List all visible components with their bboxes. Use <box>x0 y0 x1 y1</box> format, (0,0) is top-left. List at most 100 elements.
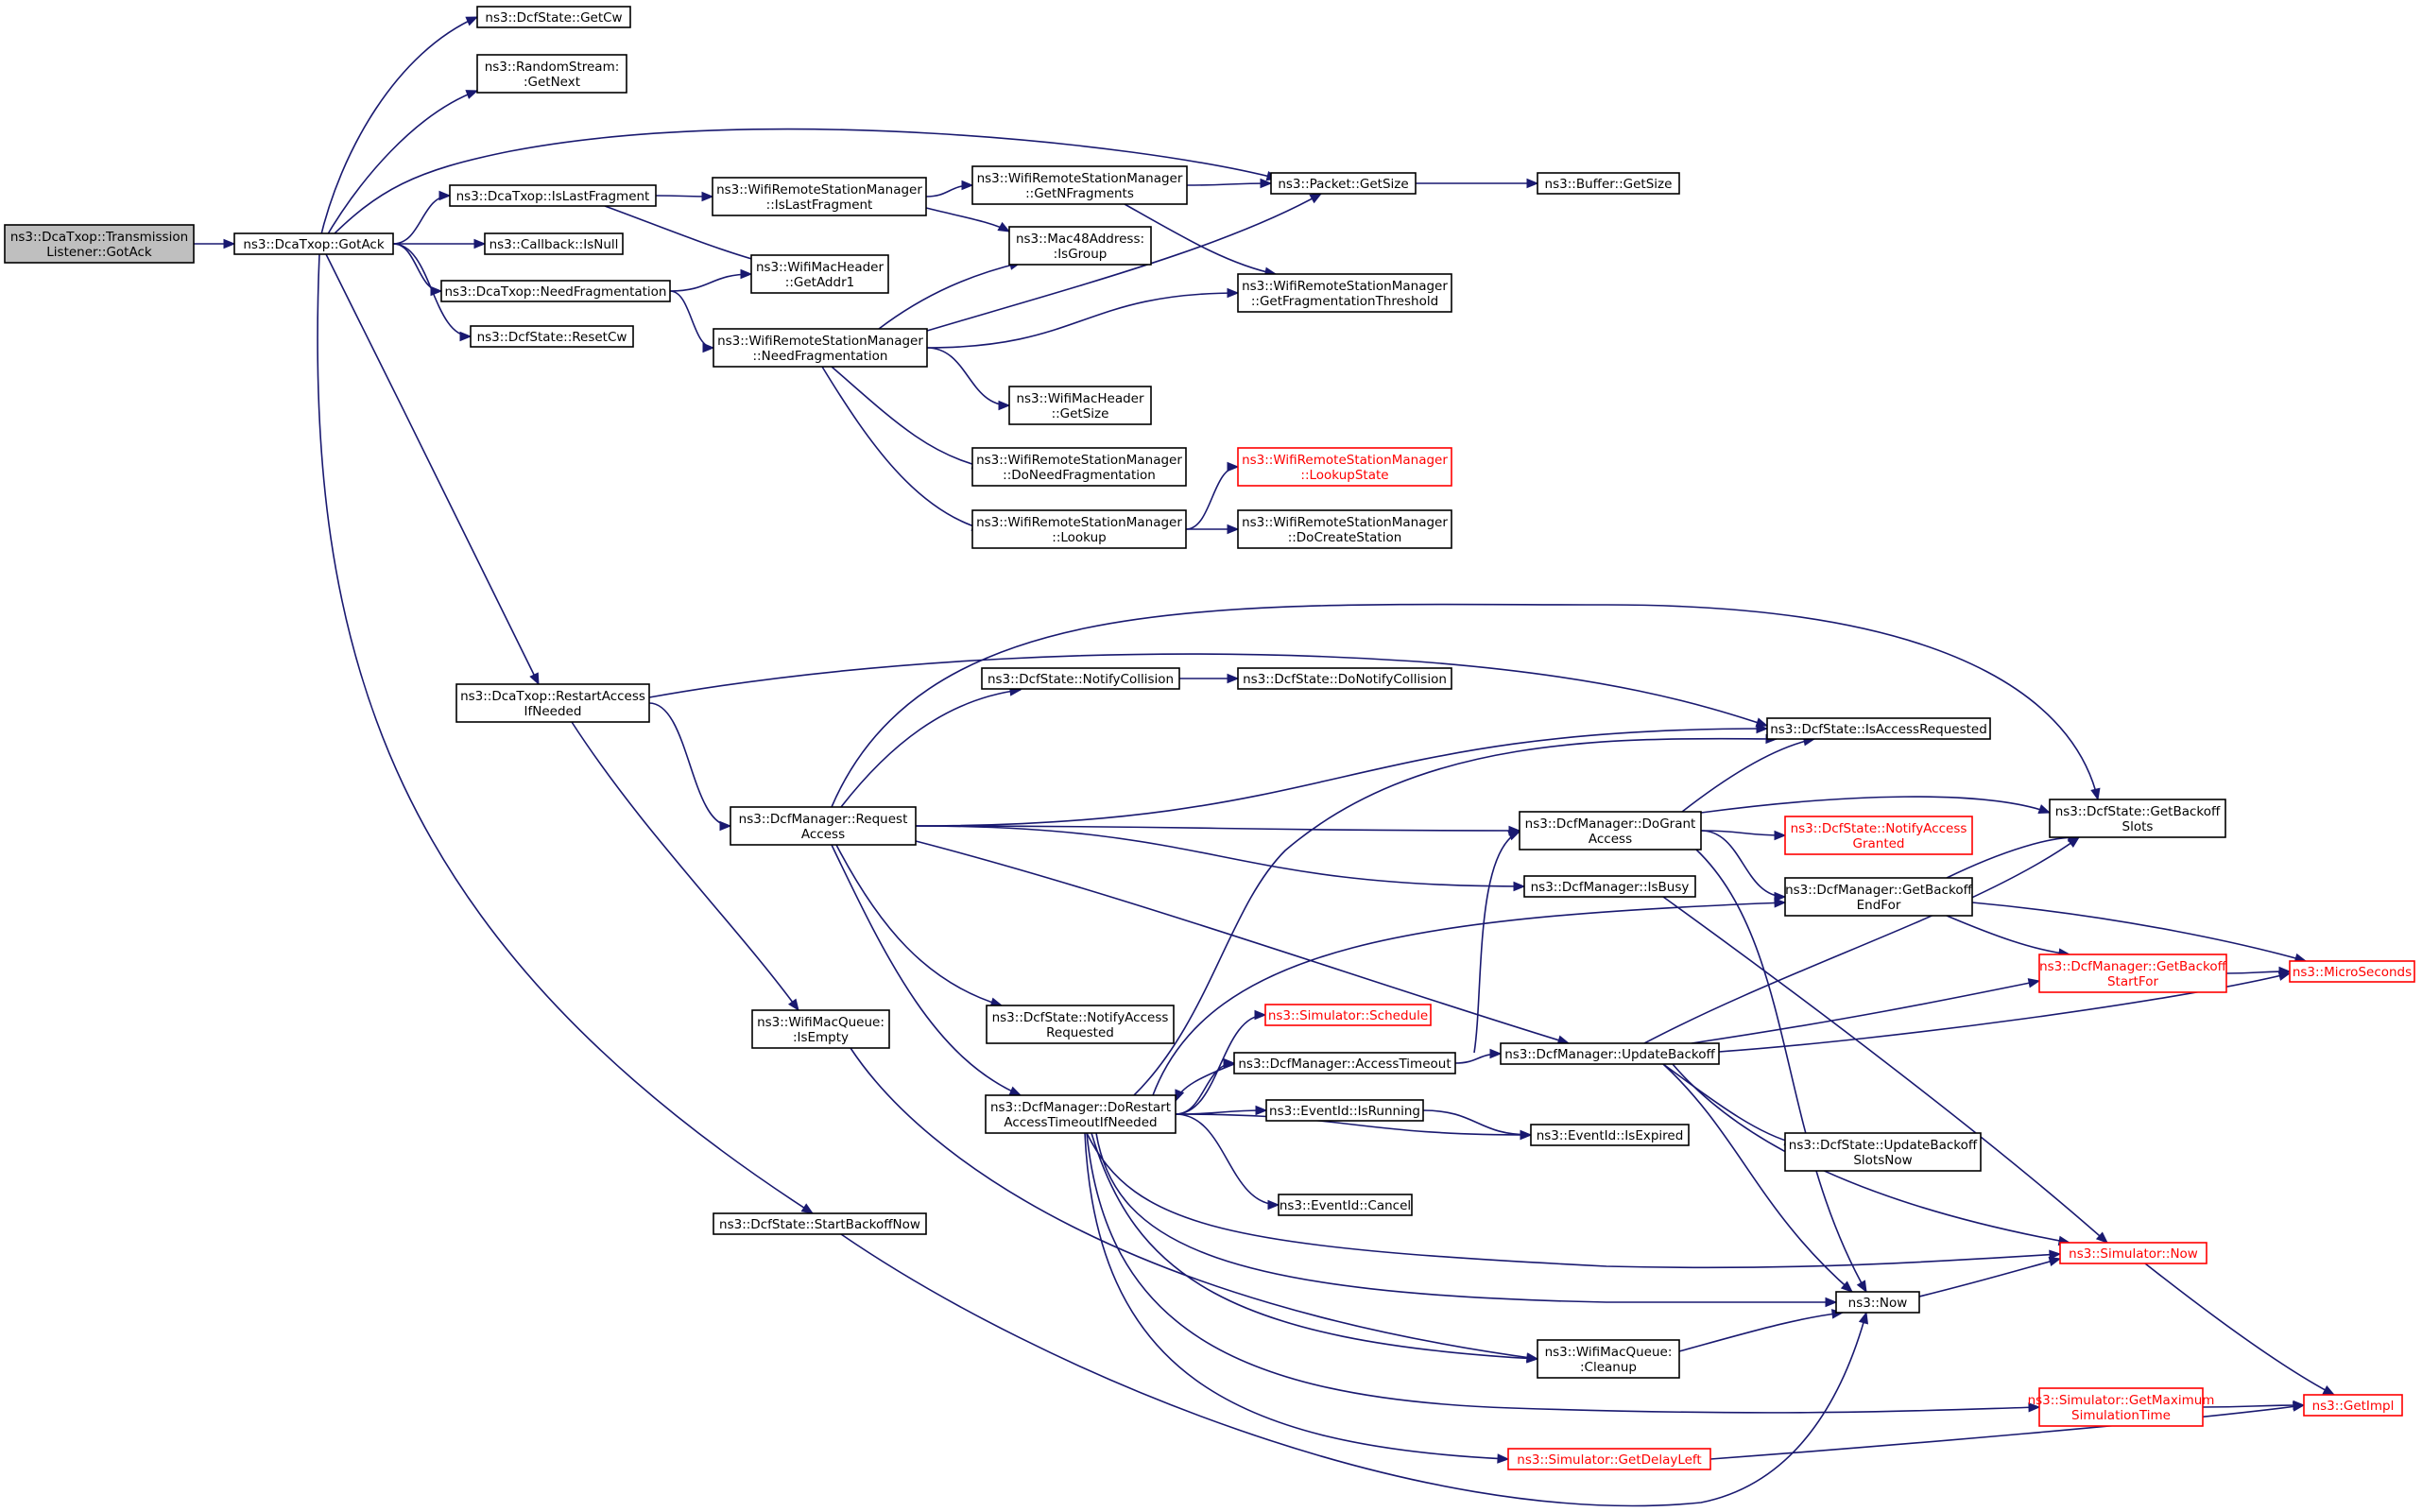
node-box <box>1766 717 1991 740</box>
node-startbackoffnow[interactable]: ns3::DcfState::StartBackoffNow <box>713 1212 927 1235</box>
node-label: SlotsNow <box>1853 1153 1912 1168</box>
node-doneedfragmentation[interactable]: ns3::WifiRemoteStationManager::DoNeedFra… <box>971 447 1187 487</box>
node-isbusy[interactable]: ns3::DcfManager::IsBusy <box>1523 875 1696 898</box>
node-label: ns3::WifiRemoteStationManager <box>976 453 1182 468</box>
node-buffer_getsize[interactable]: ns3::Buffer::GetSize <box>1537 172 1680 195</box>
node-updatebackoff[interactable]: ns3::DcfManager::UpdateBackoff <box>1500 1042 1720 1065</box>
node-label: Access <box>801 827 845 842</box>
node-label: ::Lookup <box>1052 530 1106 545</box>
node-label: ns3::WifiRemoteStationManager <box>716 182 922 198</box>
node-resetcw[interactable]: ns3::DcfState::ResetCw <box>470 325 634 348</box>
edge-line <box>878 262 1022 330</box>
node-getaddr1[interactable]: ns3::WifiMacHeader::GetAddr1 <box>750 254 889 294</box>
edge-dorestartaccess-to-getdelayleft <box>1084 1132 1510 1464</box>
node-isrunning[interactable]: ns3::EventId::IsRunning <box>1265 1099 1424 1122</box>
arrowhead-icon <box>1825 1297 1838 1308</box>
node-microseconds[interactable]: ns3::MicroSeconds <box>2289 960 2415 983</box>
node-wmq_cleanup[interactable]: ns3::WifiMacQueue::Cleanup <box>1537 1339 1680 1379</box>
arrowhead-icon <box>998 400 1011 411</box>
node-isaccessrequested[interactable]: ns3::DcfState::IsAccessRequested <box>1766 717 1991 740</box>
node-isexpired[interactable]: ns3::EventId::IsExpired <box>1530 1124 1690 1146</box>
node-label: ::GetSize <box>1052 406 1109 421</box>
edge-dcfm_requestaccess-to-getbackoffslots <box>831 603 2101 808</box>
edge-line <box>821 366 984 530</box>
edge-getbackoffendfor-to-microseconds <box>1971 902 2308 963</box>
node-box <box>233 232 394 255</box>
node-label: ns3::Simulator::Now <box>2069 1246 2198 1262</box>
node-donotifycollision[interactable]: ns3::DcfState::DoNotifyCollision <box>1237 667 1452 690</box>
node-box <box>2059 1242 2207 1264</box>
node-label: ns3::DcfManager::UpdateBackoff <box>1504 1047 1715 1062</box>
node-getnext[interactable]: ns3::RandomStream::GetNext <box>476 54 627 94</box>
node-label: ns3::WifiMacHeader <box>756 260 885 275</box>
node-packet_getsize[interactable]: ns3::Packet::GetSize <box>1270 172 1417 195</box>
node-label: ns3::Now <box>1848 1296 1908 1311</box>
node-now[interactable]: ns3::Now <box>1835 1291 1920 1314</box>
node-simulator_now[interactable]: ns3::Simulator::Now <box>2059 1242 2207 1264</box>
node-getnfragments[interactable]: ns3::WifiRemoteStationManager::GetNFragm… <box>971 165 1188 205</box>
node-islastfragment[interactable]: ns3::DcaTxop::IsLastFragment <box>449 184 657 207</box>
edge-line <box>1700 830 1786 836</box>
node-lookup[interactable]: ns3::WifiRemoteStationManager::Lookup <box>971 509 1187 549</box>
node-getcw[interactable]: ns3::DcfState::GetCw <box>476 6 631 28</box>
node-label: ns3::WifiMacQueue: <box>1545 1345 1673 1360</box>
node-notifycollision[interactable]: ns3::DcfState::NotifyCollision <box>981 667 1180 690</box>
edge-line <box>571 721 799 1011</box>
edge-line <box>392 243 472 337</box>
node-wmh_getsize[interactable]: ns3::WifiMacHeader::GetSize <box>1008 386 1152 425</box>
node-label: ::LookupState <box>1300 468 1388 483</box>
edge-line <box>1691 980 2040 1044</box>
edge-needfragmentation-to-wrsm_needfragmentation <box>669 290 715 353</box>
node-schedule[interactable]: ns3::Simulator::Schedule <box>1264 1004 1432 1026</box>
node-accesstimeout[interactable]: ns3::DcfManager::AccessTimeout <box>1233 1052 1456 1074</box>
node-box <box>1537 1339 1680 1379</box>
graph-edges <box>193 16 2336 1507</box>
node-getfragthreshold[interactable]: ns3::WifiRemoteStationManager::GetFragme… <box>1237 273 1452 313</box>
node-docreatestation[interactable]: ns3::WifiRemoteStationManager::DoCreateS… <box>1237 509 1452 549</box>
edge-line <box>392 195 451 245</box>
node-cancel[interactable]: ns3::EventId::Cancel <box>1278 1194 1413 1216</box>
arrowhead-icon <box>1858 1311 1869 1325</box>
arrowhead-icon <box>1267 1199 1280 1211</box>
node-isgroup[interactable]: ns3::Mac48Address::IsGroup <box>1008 226 1152 266</box>
edge-gotack-to-needfragmentation <box>392 243 443 297</box>
node-box <box>1784 816 1973 855</box>
node-label: ns3::Buffer::GetSize <box>1545 177 1673 192</box>
node-getimpl[interactable]: ns3::GetImpl <box>2303 1394 2403 1417</box>
node-needfragmentation[interactable]: ns3::DcaTxop::NeedFragmentation <box>440 280 671 302</box>
node-isnull[interactable]: ns3::Callback::IsNull <box>484 232 624 255</box>
edge-wmq_isempty-to-wmq_cleanup <box>850 1047 1539 1363</box>
node-label: ns3::DcaTxop::NeedFragmentation <box>444 284 666 300</box>
edge-dcfm_requestaccess-to-dorestartaccess <box>831 844 1022 1096</box>
edge-line <box>1695 849 1867 1293</box>
arrowhead-icon <box>1520 1129 1533 1141</box>
node-label: ns3::RandomStream: <box>485 60 620 75</box>
node-getdelayleft[interactable]: ns3::Simulator::GetDelayLeft <box>1507 1448 1711 1470</box>
node-wrsm_islastfragment[interactable]: ns3::WifiRemoteStationManager::IsLastFra… <box>712 177 927 216</box>
node-wmq_isempty[interactable]: ns3::WifiMacQueue::IsEmpty <box>751 1009 890 1049</box>
node-label: ::IsLastFragment <box>766 198 873 213</box>
node-dorestartaccess[interactable]: ns3::DcfManager::DoRestartAccessTimeoutI… <box>985 1094 1177 1134</box>
node-gotack[interactable]: ns3::DcaTxop::GotAck <box>233 232 394 255</box>
node-label: :IsEmpty <box>793 1030 849 1045</box>
node-label: ns3::DcaTxop::RestartAccess <box>460 689 645 704</box>
node-label: ns3::DcfState::IsAccessRequested <box>1770 722 1987 737</box>
node-label: ns3::EventId::Cancel <box>1280 1198 1411 1213</box>
node-wrsm_needfragmentation[interactable]: ns3::WifiRemoteStationManager::NeedFragm… <box>713 328 928 368</box>
edge-line <box>850 1047 1538 1360</box>
node-box <box>455 683 650 723</box>
node-box <box>1265 1099 1424 1122</box>
node-lookupstate[interactable]: ns3::WifiRemoteStationManager::LookupSta… <box>1237 447 1452 487</box>
edge-line <box>325 253 540 685</box>
